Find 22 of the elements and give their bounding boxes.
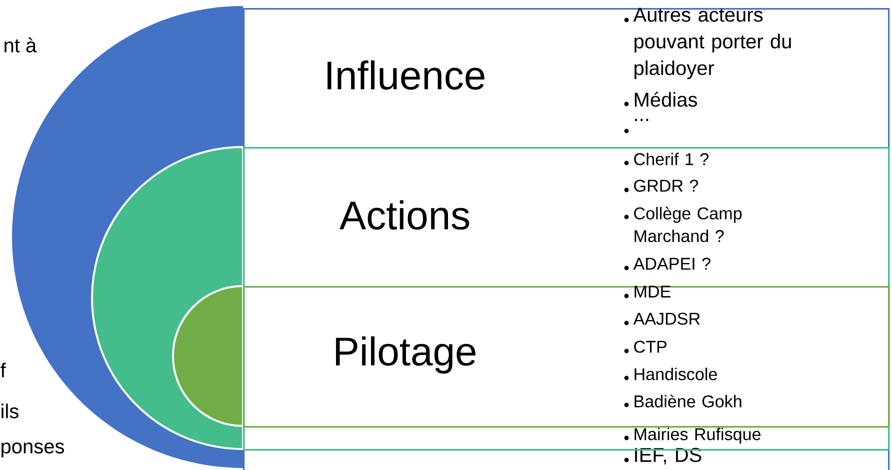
- label-text: ils: [2, 404, 18, 418]
- bullet-item: Mairies Rufisque: [624, 428, 761, 444]
- bullet-item: Badiène Gokh: [624, 394, 742, 408]
- bullet-item: ...: [624, 118, 648, 134]
- bullet-item: GRDR ?: [624, 180, 698, 192]
- bullet-item: Handiscole: [624, 368, 717, 380]
- bullet-item: Médias: [624, 92, 697, 107]
- bullet-item: CTP: [624, 340, 666, 354]
- label-text: ponses: [2, 442, 64, 458]
- bullet-item: AAJDSR: [624, 312, 700, 326]
- text-box: [243, 8, 890, 470]
- text-box: [243, 286, 890, 428]
- label-text: nt à: [4, 38, 37, 52]
- box-title: Pilotage: [336, 336, 476, 374]
- bullet-item: MDE: [624, 286, 670, 298]
- box-title: Influence: [328, 60, 484, 90]
- bullet-item: Autres acteurs pouvant porter du plaidoyer: [624, 8, 791, 80]
- box-title: Actions: [340, 200, 470, 230]
- bullet-item: ADAPEI ?: [624, 258, 710, 270]
- label-text: f: [0, 362, 6, 378]
- bullet-item: Collège Camp Marchand ?: [624, 206, 742, 242]
- bullet-item: Cherif 1 ?: [624, 152, 708, 166]
